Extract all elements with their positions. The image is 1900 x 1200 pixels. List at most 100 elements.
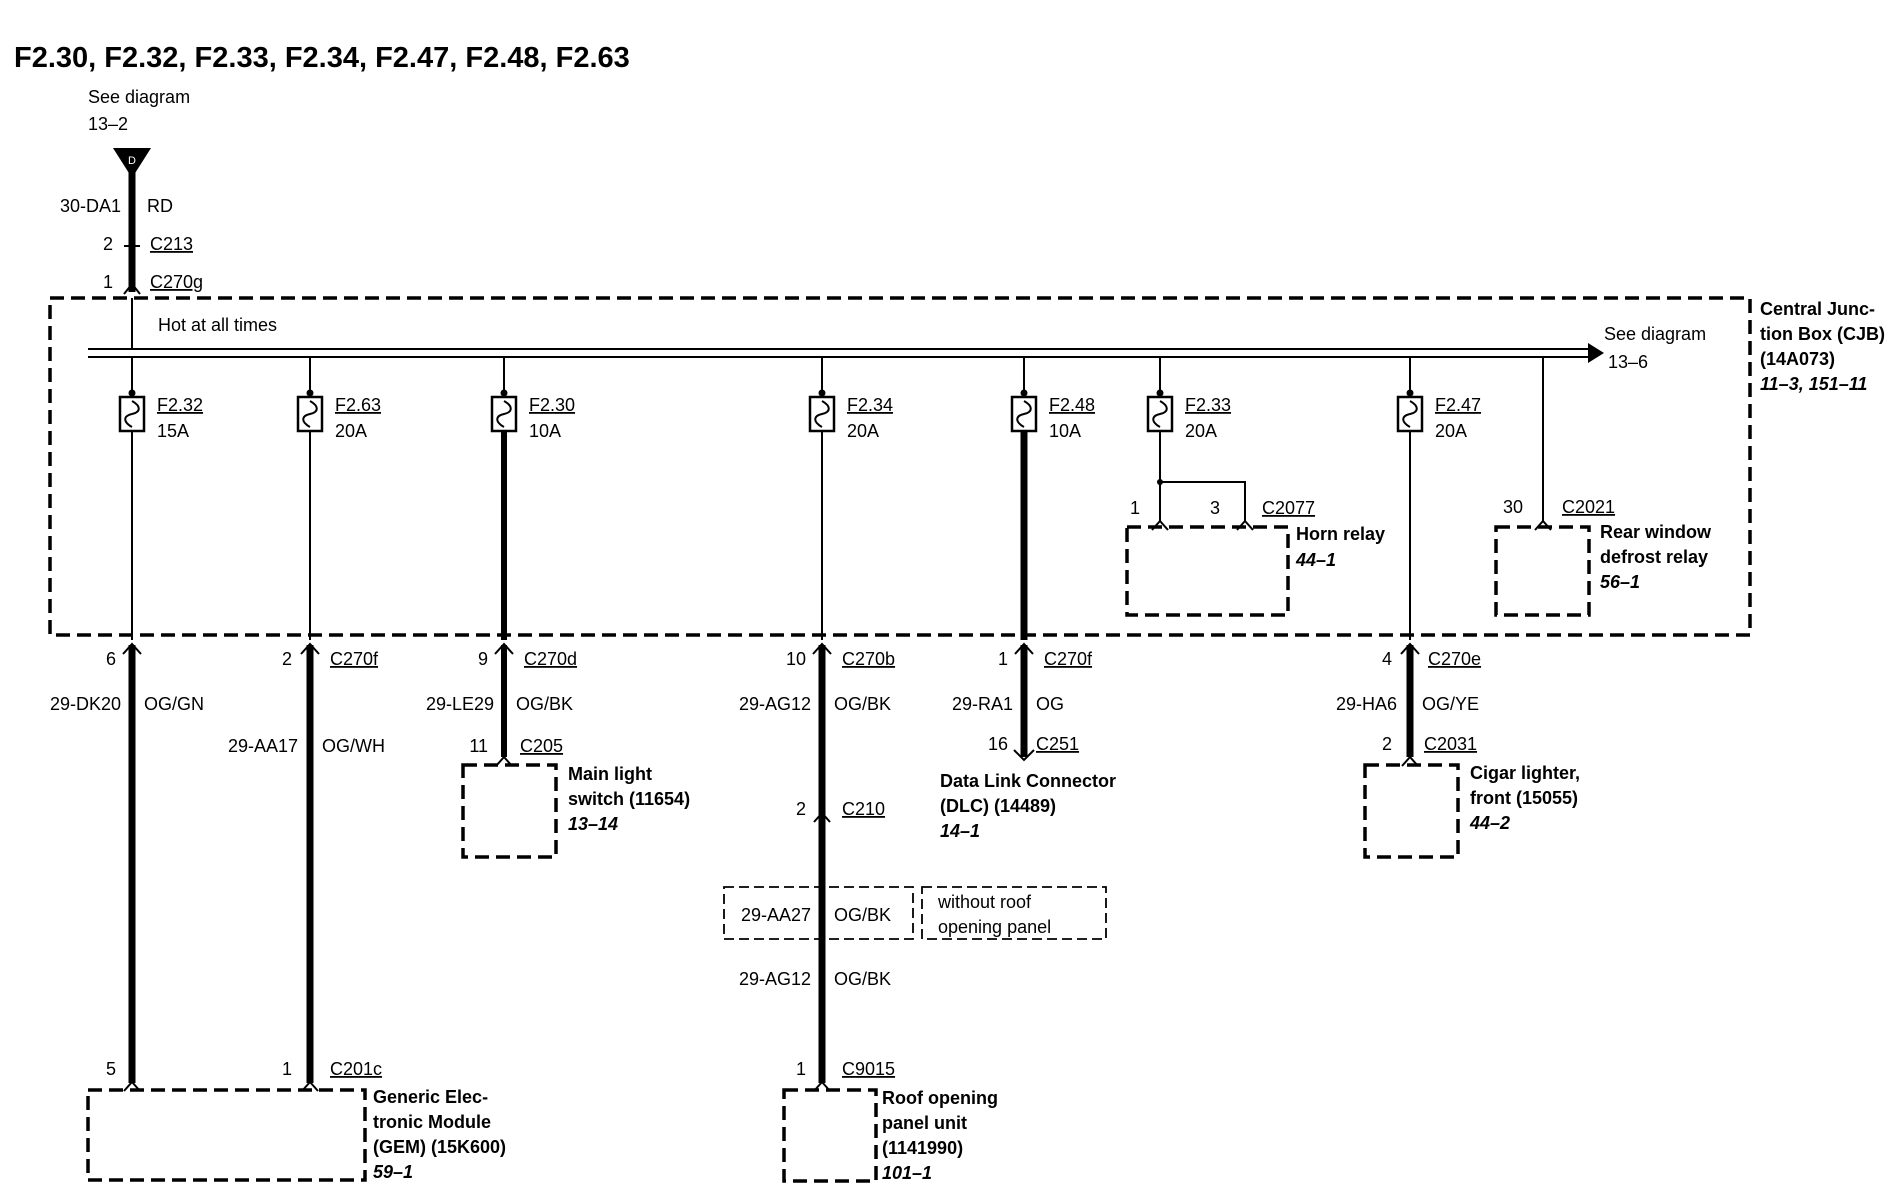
- feed-pin-c270g: 1: [103, 272, 113, 292]
- roof-ref: 101–1: [882, 1163, 932, 1183]
- fuse-amps: 20A: [847, 421, 879, 441]
- gem-box: [86, 1088, 367, 1182]
- power-source-letter: D: [128, 155, 136, 167]
- c3-pin-mark: [495, 755, 513, 767]
- defrost-name-2: defrost relay: [1600, 547, 1708, 567]
- bus-see-label: See diagram: [1604, 324, 1706, 344]
- roof-wire-id-2: 29-AG12: [739, 969, 811, 989]
- fuse-name: F2.30: [529, 395, 575, 415]
- c4-conn-mid: C210: [842, 799, 885, 819]
- defrost-pin: 30: [1503, 497, 1523, 517]
- roof-connector: C9015: [842, 1059, 895, 1079]
- main-light-box: [461, 763, 558, 859]
- c6-pin-mark: [1401, 755, 1419, 767]
- defrost-connector: C2021: [1562, 497, 1615, 517]
- c4-wire-id: 29-AG12: [739, 694, 811, 714]
- connector-c270g: C270g: [150, 272, 203, 292]
- main-light-ref: 13–14: [568, 814, 618, 834]
- horn-ref: 44–1: [1295, 550, 1336, 570]
- c5-pin-mark: [1013, 749, 1035, 762]
- bus-see-ref: 13–6: [1608, 352, 1648, 372]
- c5-conn-top: C270f: [1044, 649, 1093, 669]
- c4-pin-mid: 2: [796, 799, 806, 819]
- fuse-terminal: [1020, 389, 1028, 397]
- bus-arrow: [1588, 343, 1604, 363]
- gem-name-2: tronic Module: [373, 1112, 491, 1132]
- fuse-terminal: [128, 389, 136, 397]
- c3-wire-id: 29-LE29: [426, 694, 494, 714]
- roof-variant-wire-color: OG/BK: [834, 905, 891, 925]
- fuse-name: F2.32: [157, 395, 203, 415]
- gem-pin-a: 5: [106, 1059, 116, 1079]
- roof-unit-box: [782, 1088, 878, 1183]
- connector-hook: [1014, 642, 1034, 655]
- horn-name: Horn relay: [1296, 524, 1385, 544]
- fuse-amps: 15A: [157, 421, 189, 441]
- fuse-element: [1152, 400, 1168, 428]
- gem-ref: 59–1: [373, 1162, 413, 1182]
- connector-hook: [300, 642, 320, 655]
- fuse-name: F2.63: [335, 395, 381, 415]
- fuse-f2-32: F2.32 15A: [118, 357, 203, 441]
- defrost-ref: 56–1: [1600, 572, 1640, 592]
- fuse-f2-33: F2.33 20A: [1146, 357, 1231, 441]
- fuse-terminal: [1406, 389, 1414, 397]
- connector-hook: [1400, 642, 1420, 655]
- dlc-name-1: Data Link Connector: [940, 771, 1116, 791]
- c5-conn-bot: C251: [1036, 734, 1079, 754]
- cjb-name-3: (14A073): [1760, 349, 1835, 369]
- cigar-box: [1363, 763, 1460, 859]
- feed-wire-id: 30-DA1: [60, 196, 121, 216]
- gem-pin-b: 1: [282, 1059, 292, 1079]
- defrost-relay-box: [1494, 525, 1591, 617]
- fuse-element: [124, 400, 140, 428]
- fuse-amps: 20A: [1185, 421, 1217, 441]
- cjb-ref: 11–3, 151–11: [1760, 374, 1867, 394]
- fuse-amps: 20A: [1435, 421, 1467, 441]
- page-title: F2.30, F2.32, F2.33, F2.34, F2.47, F2.48…: [14, 42, 630, 74]
- feed-pin-c213: 2: [103, 234, 113, 254]
- c3-conn-top: C270d: [524, 649, 577, 669]
- roof-note-1: without roof: [937, 892, 1032, 912]
- gem-pin-a-mark: [123, 1080, 141, 1092]
- c5-pin-bot: 16: [988, 734, 1008, 754]
- cigar-name-1: Cigar lighter,: [1470, 763, 1580, 783]
- c3-pin-bot: 11: [469, 736, 488, 756]
- c270g-mark: [123, 282, 141, 295]
- c2-wire-color: OG/WH: [322, 736, 385, 756]
- main-light-name-2: switch (11654): [568, 789, 690, 809]
- gem-name-1: Generic Elec-: [373, 1087, 488, 1107]
- c6-conn-bot: C2031: [1424, 734, 1477, 754]
- gem-connector: C201c: [330, 1059, 382, 1079]
- c2-wire-id: 29-AA17: [228, 736, 298, 756]
- main-light-name-1: Main light: [568, 764, 652, 784]
- gem-name-3: (GEM) (15K600): [373, 1137, 506, 1157]
- connector-c213: C213: [150, 234, 193, 254]
- c4-pin-top: 10: [786, 649, 806, 669]
- fuse-element: [496, 400, 512, 428]
- c1-wire-color: OG/GN: [144, 694, 204, 714]
- c1-wire-id: 29-DK20: [50, 694, 121, 714]
- roof-wire-color-2: OG/BK: [834, 969, 891, 989]
- fuse-terminal: [818, 389, 826, 397]
- c6-pin-bot: 2: [1382, 734, 1392, 754]
- horn-pin-b: 3: [1210, 498, 1220, 518]
- roof-name-2: panel unit: [882, 1113, 967, 1133]
- source-see-label: See diagram: [88, 87, 190, 107]
- power-source-symbol: [113, 148, 151, 178]
- c4-conn-top: C270b: [842, 649, 895, 669]
- defrost-name-1: Rear window: [1600, 522, 1712, 542]
- fuse-name: F2.33: [1185, 395, 1231, 415]
- c5-wire-color: OG: [1036, 694, 1064, 714]
- fuse-name: F2.48: [1049, 395, 1095, 415]
- source-see-ref: 13–2: [88, 114, 128, 134]
- connector-hook: [812, 642, 832, 655]
- fuse-terminal: [306, 389, 314, 397]
- c6-wire-id: 29-HA6: [1336, 694, 1397, 714]
- cigar-name-2: front (15055): [1470, 788, 1578, 808]
